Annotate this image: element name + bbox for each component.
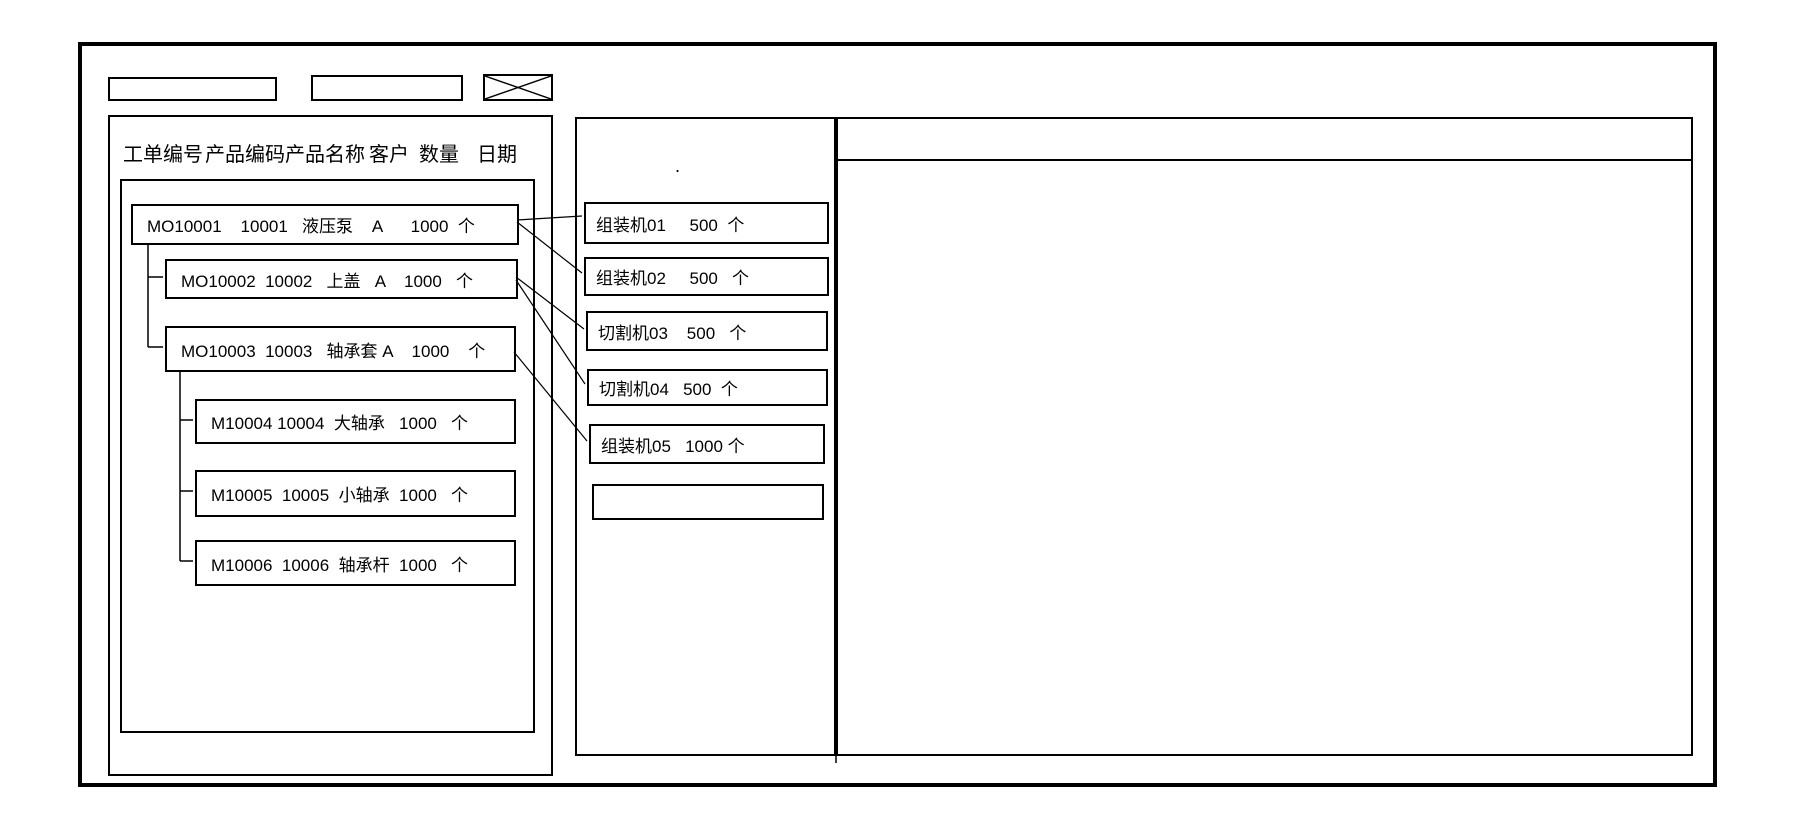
order-node-mo10002[interactable]: MO10002 10002 上盖 A 1000 个 [165,259,518,299]
machine-node-03[interactable]: 切割机03 500 个 [586,311,828,351]
work-orders-panel: 工单编号 产品编码 产品名称 客户 数量 日期 MO10001 10001 液压… [108,115,553,776]
order-node-label: M10004 10004 大轴承 1000 个 [211,414,469,433]
order-node-m10005[interactable]: M10005 10005 小轴承 1000 个 [195,470,516,517]
toolbar-field-2[interactable] [311,75,463,101]
column-header-product-name: 产品名称 [285,144,365,166]
dot-mark: . [675,156,681,176]
column-header-product-code: 产品编码 [205,144,285,166]
column-header-order-no: 工单编号 [123,144,203,166]
order-node-label: MO10001 10001 液压泵 A 1000 个 [147,217,475,236]
column-header-customer: 客户 [369,144,409,166]
order-node-m10006[interactable]: M10006 10006 轴承杆 1000 个 [195,540,516,586]
machine-node-label: 切割机03 500 个 [598,323,747,343]
machine-node-04[interactable]: 切割机04 500 个 [587,369,828,406]
detail-panel [836,117,1693,756]
machine-node-empty[interactable] [592,484,824,520]
machine-node-label: 切割机04 500 个 [599,380,738,399]
machine-node-label: 组装机01 500 个 [596,215,745,235]
order-node-label: MO10003 10003 轴承套 A 1000 个 [181,341,486,361]
order-node-label: M10005 10005 小轴承 1000 个 [211,486,469,505]
machine-node-01[interactable]: 组装机01 500 个 [584,202,829,244]
order-node-m10004[interactable]: M10004 10004 大轴承 1000 个 [195,399,516,444]
column-header-date: 日期 [477,144,517,166]
x-cross-icon [485,76,551,99]
detail-header-divider [838,159,1691,161]
machine-node-02[interactable]: 组装机02 500 个 [584,257,829,296]
order-node-label: M10006 10006 轴承杆 1000 个 [211,555,469,575]
order-node-label: MO10002 10002 上盖 A 1000 个 [181,271,473,291]
machines-panel: . 组装机01 500 个 组装机02 500 个 切割机03 500 个 切割… [575,117,836,756]
order-tree-container [120,179,535,733]
machine-node-label: 组装机02 500 个 [596,269,750,288]
machine-node-label: 组装机05 1000 个 [601,436,745,456]
image-placeholder-button[interactable] [483,74,553,101]
column-header-quantity: 数量 [419,144,459,166]
toolbar-field-1[interactable] [108,77,277,101]
order-node-mo10003[interactable]: MO10003 10003 轴承套 A 1000 个 [165,326,516,372]
order-node-mo10001[interactable]: MO10001 10001 液压泵 A 1000 个 [131,204,519,245]
machine-node-05[interactable]: 组装机05 1000 个 [589,424,825,464]
